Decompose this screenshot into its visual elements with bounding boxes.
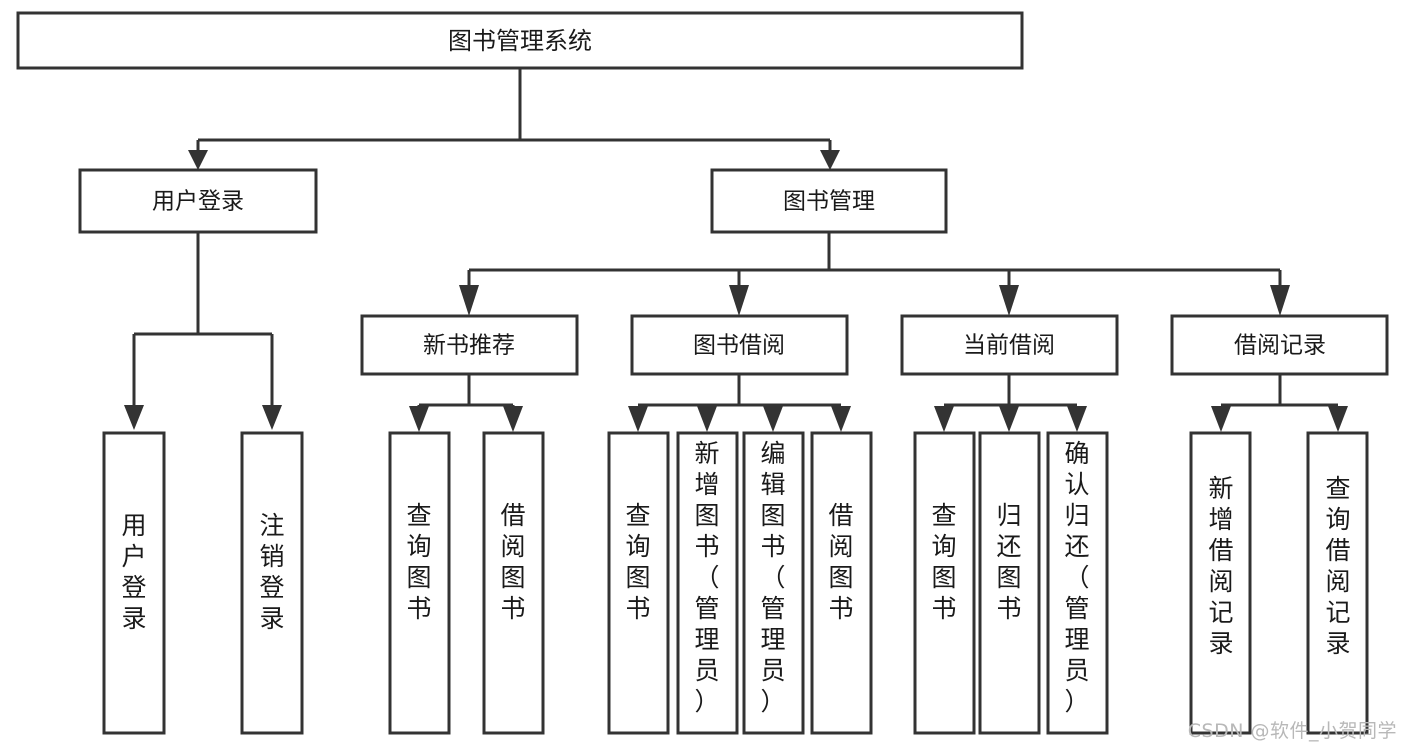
arrow-bb-leaf-1 (628, 406, 648, 432)
arrow-book-borrow (729, 285, 749, 316)
arrow-cb-leaf-1 (934, 406, 954, 432)
leaf-edit-book-label: 编辑图书（管理员） (760, 439, 785, 716)
leaf-user-login-box[interactable] (102, 431, 166, 735)
arrow-bb-leaf-4 (831, 406, 851, 432)
node-borrow-record[interactable]: 借阅记录 (1170, 314, 1389, 376)
leaf-query-book-1-label: 查询图书 (406, 501, 431, 623)
leaf-return-book-label: 归还图书 (996, 501, 1021, 623)
leaf-add-book-label: 新增图书（管理员） (694, 439, 719, 716)
arrow-cb-leaf-3 (1067, 406, 1087, 432)
node-user-login[interactable]: 用户登录 (78, 168, 318, 234)
leaf-add-book[interactable]: 新增图书（管理员） (676, 431, 739, 735)
leaf-borrow-book-1-label: 借阅图书 (500, 501, 525, 623)
leaf-edit-book[interactable]: 编辑图书（管理员） (742, 431, 805, 735)
arrow-cb-leaf-2 (999, 406, 1019, 432)
arrow-nbr-leaf-2 (503, 406, 523, 432)
leaf-logout-login-label: 注销登录 (259, 511, 284, 633)
book-manage-box[interactable] (710, 168, 948, 234)
leaf-add-record[interactable]: 新增借阅记录 (1189, 431, 1252, 735)
leaf-confirm-return-label: 确认归还（管理员） (1064, 439, 1089, 716)
book-borrow-label: 图书借阅 (693, 333, 785, 359)
arrow-current-borrow (999, 285, 1019, 316)
current-borrow-box[interactable] (900, 314, 1119, 376)
arrow-leaf-user-login (124, 405, 144, 430)
node-new-book-rec[interactable]: 新书推荐 (360, 314, 579, 376)
arrow-nbr-leaf-1 (409, 406, 429, 432)
leaf-query-book-2[interactable]: 查询图书 (607, 431, 670, 735)
edge-new-book-rec-to-leaves (409, 374, 523, 432)
arrow-new-book-rec (459, 285, 479, 316)
book-borrow-box[interactable] (630, 314, 849, 376)
borrow-record-label: 借阅记录 (1234, 333, 1326, 359)
leaf-user-login[interactable]: 用户登录 (102, 431, 166, 735)
leaf-user-login-label: 用户登录 (121, 511, 146, 633)
leaf-confirm-return-box[interactable] (1046, 431, 1109, 735)
arrow-bb-leaf-3 (763, 406, 783, 432)
leaf-query-record-box[interactable] (1306, 431, 1369, 735)
arrow-borrow-record (1270, 285, 1290, 316)
arrow-bb-leaf-2 (697, 406, 717, 432)
leaf-query-book-2-box[interactable] (607, 431, 670, 735)
edge-borrow-record-to-leaves (1211, 374, 1348, 432)
node-current-borrow[interactable]: 当前借阅 (900, 314, 1119, 376)
current-borrow-label: 当前借阅 (963, 333, 1055, 359)
user-login-label: 用户登录 (152, 189, 244, 215)
leaf-query-book-1-box[interactable] (388, 431, 451, 735)
edge-book-borrow-to-leaves (628, 374, 851, 432)
leaf-add-record-box[interactable] (1189, 431, 1252, 735)
leaf-query-book-3[interactable]: 查询图书 (913, 431, 976, 735)
node-book-manage[interactable]: 图书管理 (710, 168, 948, 234)
new-book-rec-box[interactable] (360, 314, 579, 376)
leaf-borrow-book-1[interactable]: 借阅图书 (482, 431, 545, 735)
leaf-query-record-label: 查询借阅记录 (1325, 474, 1350, 658)
arrow-leaf-logout (262, 405, 282, 430)
csdn-watermark: CSDN @软件_小贺同学 (1187, 720, 1397, 742)
leaf-logout-login[interactable]: 注销登录 (240, 431, 304, 735)
leaf-add-book-box[interactable] (676, 431, 739, 735)
arrow-br-leaf-1 (1211, 406, 1231, 432)
leaf-edit-book-box[interactable] (742, 431, 805, 735)
root-box[interactable] (16, 11, 1024, 70)
leaf-logout-login-box[interactable] (240, 431, 304, 735)
leaf-query-book-1[interactable]: 查询图书 (388, 431, 451, 735)
borrow-record-box[interactable] (1170, 314, 1389, 376)
edge-book-manage-to-level3 (459, 232, 1290, 316)
leaf-query-book-3-box[interactable] (913, 431, 976, 735)
arrow-book-manage (820, 150, 840, 170)
edge-current-borrow-to-leaves (934, 374, 1087, 432)
leaf-borrow-book-2[interactable]: 借阅图书 (810, 431, 873, 735)
leaf-borrow-book-2-label: 借阅图书 (828, 501, 853, 623)
node-book-borrow[interactable]: 图书借阅 (630, 314, 849, 376)
leaf-confirm-return[interactable]: 确认归还（管理员） (1046, 431, 1109, 735)
leaf-add-record-label: 新增借阅记录 (1208, 474, 1233, 658)
leaf-query-book-2-label: 查询图书 (625, 501, 650, 623)
leaf-borrow-book-1-box[interactable] (482, 431, 545, 735)
node-root[interactable]: 图书管理系统 (16, 11, 1024, 70)
leaf-borrow-book-2-box[interactable] (810, 431, 873, 735)
edge-root-to-level2 (188, 68, 840, 170)
leaf-query-book-3-label: 查询图书 (931, 501, 956, 623)
arrow-user-login (188, 150, 208, 170)
arrow-br-leaf-2 (1328, 406, 1348, 432)
leaf-return-book[interactable]: 归还图书 (978, 431, 1041, 735)
book-manage-label: 图书管理 (783, 189, 875, 215)
edge-user-login-to-leaves (124, 232, 282, 430)
root-label: 图书管理系统 (448, 27, 592, 55)
leaf-query-record[interactable]: 查询借阅记录 (1306, 431, 1369, 735)
leaf-return-book-box[interactable] (978, 431, 1041, 735)
new-book-rec-label: 新书推荐 (423, 333, 515, 359)
